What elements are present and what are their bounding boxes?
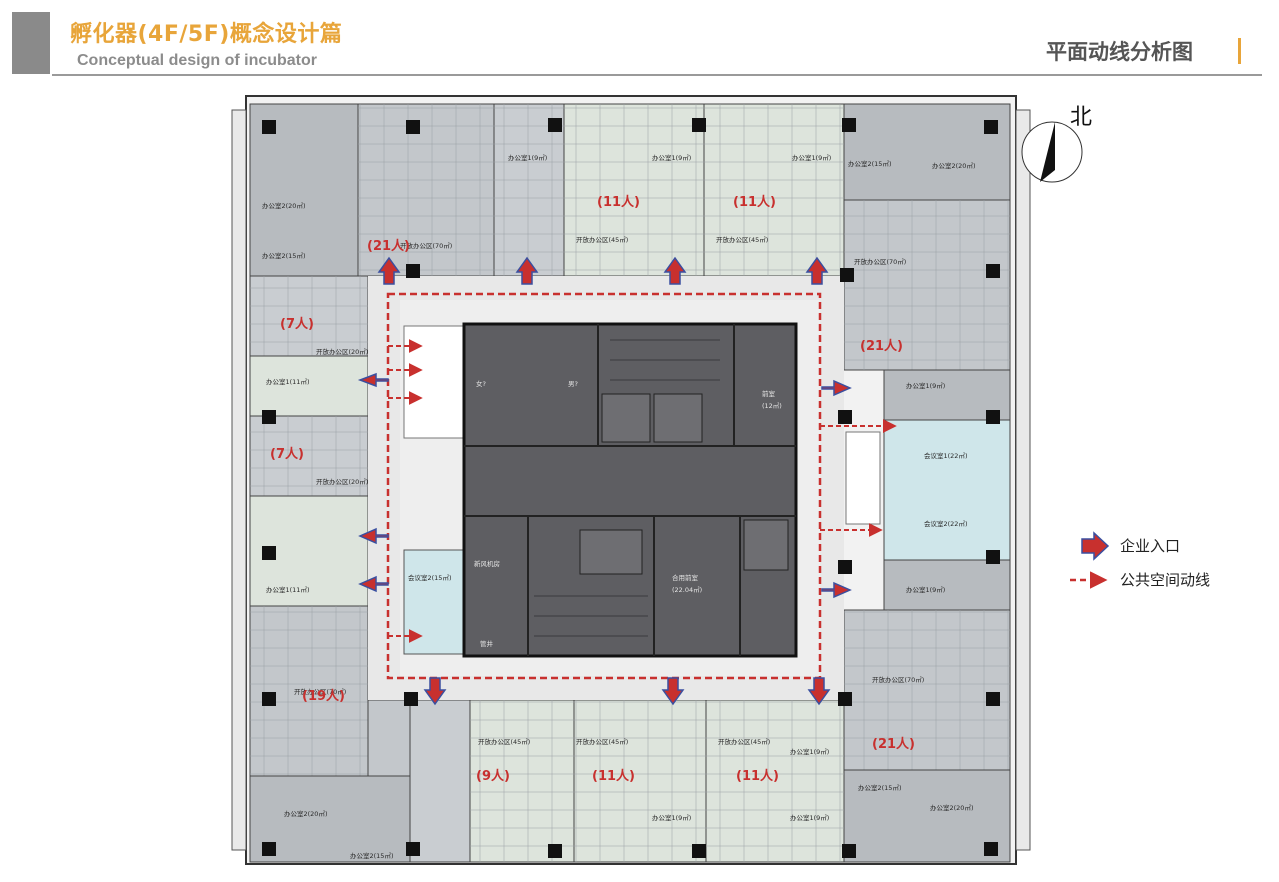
- room-label: 开放办公区(70㎡): [400, 241, 452, 250]
- core-labels: 女? 男? 前室 (12㎡) 新风机房 合用前室 (22.04㎡) 管井: [474, 379, 782, 648]
- enterprise-entrances: [357, 256, 852, 706]
- room-label: 办公室2(20㎡): [932, 161, 975, 170]
- legend: 企业入口 公共空间动线: [1070, 531, 1210, 589]
- room-label: 开放办公区(70㎡): [294, 687, 346, 696]
- room-label: 开放办公区(45㎡): [576, 737, 628, 746]
- room-label: 开放办公区(70㎡): [872, 675, 924, 684]
- bottom-office-zone: [367, 699, 845, 863]
- entrance-arrow: [423, 677, 447, 706]
- label-front-room: 前室: [762, 389, 776, 398]
- label-male-wc: 男?: [568, 380, 578, 388]
- room-label: 开放办公区(20㎡): [316, 477, 368, 486]
- entrance-arrow: [663, 256, 687, 285]
- room-label: 办公室2(20㎡): [262, 201, 305, 210]
- entrance-arrow: [821, 581, 852, 599]
- count-bottom-mid: (11人): [592, 768, 635, 784]
- entrance-arrow: [807, 677, 831, 706]
- entrance-arrow: [515, 256, 539, 285]
- room-label: 会议室1(22㎡): [924, 451, 967, 460]
- count-bottom-mid-right: (11人): [736, 768, 779, 784]
- room-label: 办公室1(9㎡): [906, 585, 945, 594]
- header-divider: [52, 74, 1262, 76]
- legend-route-label: 公共空间动线: [1120, 571, 1210, 589]
- label-shared-front-room: 合用前室: [672, 573, 699, 582]
- room-label: 开放办公区(45㎡): [478, 737, 530, 746]
- room-label: 开放办公区(70㎡): [854, 257, 906, 266]
- entrance-arrow: [821, 379, 852, 397]
- reception-desk: [845, 431, 881, 525]
- entrance-arrow: [377, 256, 401, 285]
- header-accent-block: [12, 12, 50, 74]
- section-title: 平面动线分析图: [1046, 40, 1193, 64]
- room-label: 开放办公区(45㎡): [576, 235, 628, 244]
- legend-entrance-icon: [1081, 531, 1110, 561]
- section-accent-bar: [1238, 38, 1241, 64]
- label-shared-area: (22.04㎡): [672, 585, 702, 594]
- entrance-arrow: [661, 677, 685, 706]
- room-label: 办公室2(15㎡): [262, 251, 305, 260]
- room-label: 办公室1(9㎡): [652, 153, 691, 162]
- headcount-labels: (21人) (11人) (11人) (7人) (7人) (21人) (19人) …: [270, 194, 915, 784]
- room-label: 办公室1(9㎡): [790, 747, 829, 756]
- room-label: 办公室1(9㎡): [508, 153, 547, 162]
- legend-entrance-label: 企业入口: [1120, 537, 1180, 555]
- count-bottom-right: (21人): [872, 736, 915, 752]
- public-circulation-route: [386, 292, 897, 680]
- page-title: 孵化器(4F/5F)概念设计篇: [70, 22, 343, 47]
- count-left-lower: (7人): [270, 446, 304, 462]
- north-arrow-icon: [1040, 122, 1055, 182]
- count-right-upper: (21人): [860, 338, 903, 354]
- label-female-wc: 女?: [476, 379, 486, 388]
- left-office-zone: [249, 275, 411, 863]
- room-label: 办公室2(20㎡): [284, 809, 327, 818]
- room-label: 开放办公区(45㎡): [718, 737, 770, 746]
- right-office-zone: [843, 199, 1011, 863]
- count-top-right: (11人): [733, 194, 776, 210]
- count-top-left: (21人): [367, 238, 410, 254]
- entrance-arrow: [358, 527, 389, 545]
- room-label: 会议室2(15㎡): [408, 573, 451, 582]
- structural-columns: [262, 118, 1000, 858]
- room-label: 办公室2(15㎡): [350, 851, 393, 860]
- room-label: 办公室1(9㎡): [652, 813, 691, 822]
- room-label: 办公室2(15㎡): [848, 159, 891, 168]
- room-label: 开放办公区(45㎡): [716, 235, 768, 244]
- room-label: 办公室1(11㎡): [266, 377, 309, 386]
- room-label: 办公室1(9㎡): [792, 153, 831, 162]
- label-front-room-area: (12㎡): [762, 401, 782, 410]
- room-label: 办公室1(11㎡): [266, 585, 309, 594]
- entrance-arrow: [357, 372, 389, 388]
- count-bottom-left: (19人): [302, 688, 345, 704]
- count-bottom-mid-left: (9人): [476, 768, 510, 784]
- room-label: 办公室2(15㎡): [858, 783, 901, 792]
- label-shafts: 管井: [480, 639, 494, 648]
- lobby-lightwell: [403, 325, 465, 439]
- entrance-arrow: [358, 575, 389, 593]
- page-subtitle: Conceptual design of incubator: [77, 52, 318, 69]
- label-machine-room: 新风机房: [474, 559, 500, 568]
- entrance-arrow: [805, 256, 829, 285]
- room-label: 办公室1(9㎡): [790, 813, 829, 822]
- room-label: 会议室2(22㎡): [924, 519, 967, 528]
- room-labels: 办公室2(20㎡) 办公室2(15㎡) 开放办公区(70㎡) 办公室1(9㎡) …: [262, 153, 975, 860]
- room-label: 开放办公区(20㎡): [316, 347, 368, 356]
- count-left-upper: (7人): [280, 316, 314, 332]
- room-label: 办公室1(9㎡): [906, 381, 945, 390]
- north-compass: 北: [1021, 105, 1092, 183]
- meeting-room-left: [403, 549, 465, 655]
- north-label: 北: [1070, 105, 1092, 130]
- count-top-mid: (11人): [597, 194, 640, 210]
- building-core: [462, 322, 798, 658]
- room-label: 办公室2(20㎡): [930, 803, 973, 812]
